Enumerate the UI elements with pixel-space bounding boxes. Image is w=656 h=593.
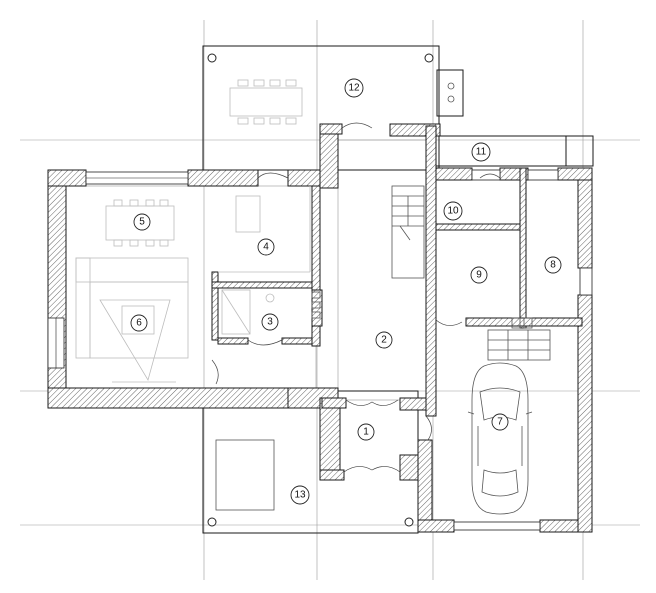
room-number: 3 <box>267 317 273 328</box>
room-number: 9 <box>476 270 482 281</box>
room-label-4: 4 <box>257 238 275 256</box>
sofa-icon <box>75 257 189 383</box>
room-number: 6 <box>136 318 142 329</box>
room-label-7: 7 <box>491 413 509 431</box>
walls <box>47 123 593 533</box>
room-label-10: 10 <box>443 201 463 221</box>
room-number: 7 <box>497 417 503 428</box>
dining-table-icon <box>105 199 175 247</box>
room-number: 8 <box>550 260 556 271</box>
terrace-south <box>202 390 419 534</box>
room-number: 5 <box>139 217 145 228</box>
room-number: 4 <box>263 242 269 253</box>
terrace-north <box>202 45 464 171</box>
room-number: 12 <box>348 83 360 94</box>
room-label-12: 12 <box>344 78 364 98</box>
room-label-5: 5 <box>133 213 151 231</box>
room-label-13: 13 <box>290 485 310 505</box>
room-number: 10 <box>447 206 459 217</box>
room-number: 1 <box>363 427 369 438</box>
car-icon <box>467 362 533 515</box>
room-number: 11 <box>476 147 487 158</box>
staircase-icon <box>391 185 551 361</box>
room-number: 13 <box>294 490 306 501</box>
dining-table-icon <box>229 79 303 125</box>
room-number: 2 <box>381 335 387 346</box>
room-label-6: 6 <box>130 314 148 332</box>
kitchen-island <box>218 186 311 273</box>
room-label-8: 8 <box>544 256 562 274</box>
room-label-11: 11 <box>471 142 491 162</box>
room-label-3: 3 <box>261 313 279 331</box>
room-label-1: 1 <box>357 423 375 441</box>
room-label-2: 2 <box>375 331 393 349</box>
room-label-9: 9 <box>470 266 488 284</box>
doors <box>211 122 501 473</box>
bathroom-fixtures <box>221 289 321 335</box>
terrace-east <box>432 135 594 167</box>
